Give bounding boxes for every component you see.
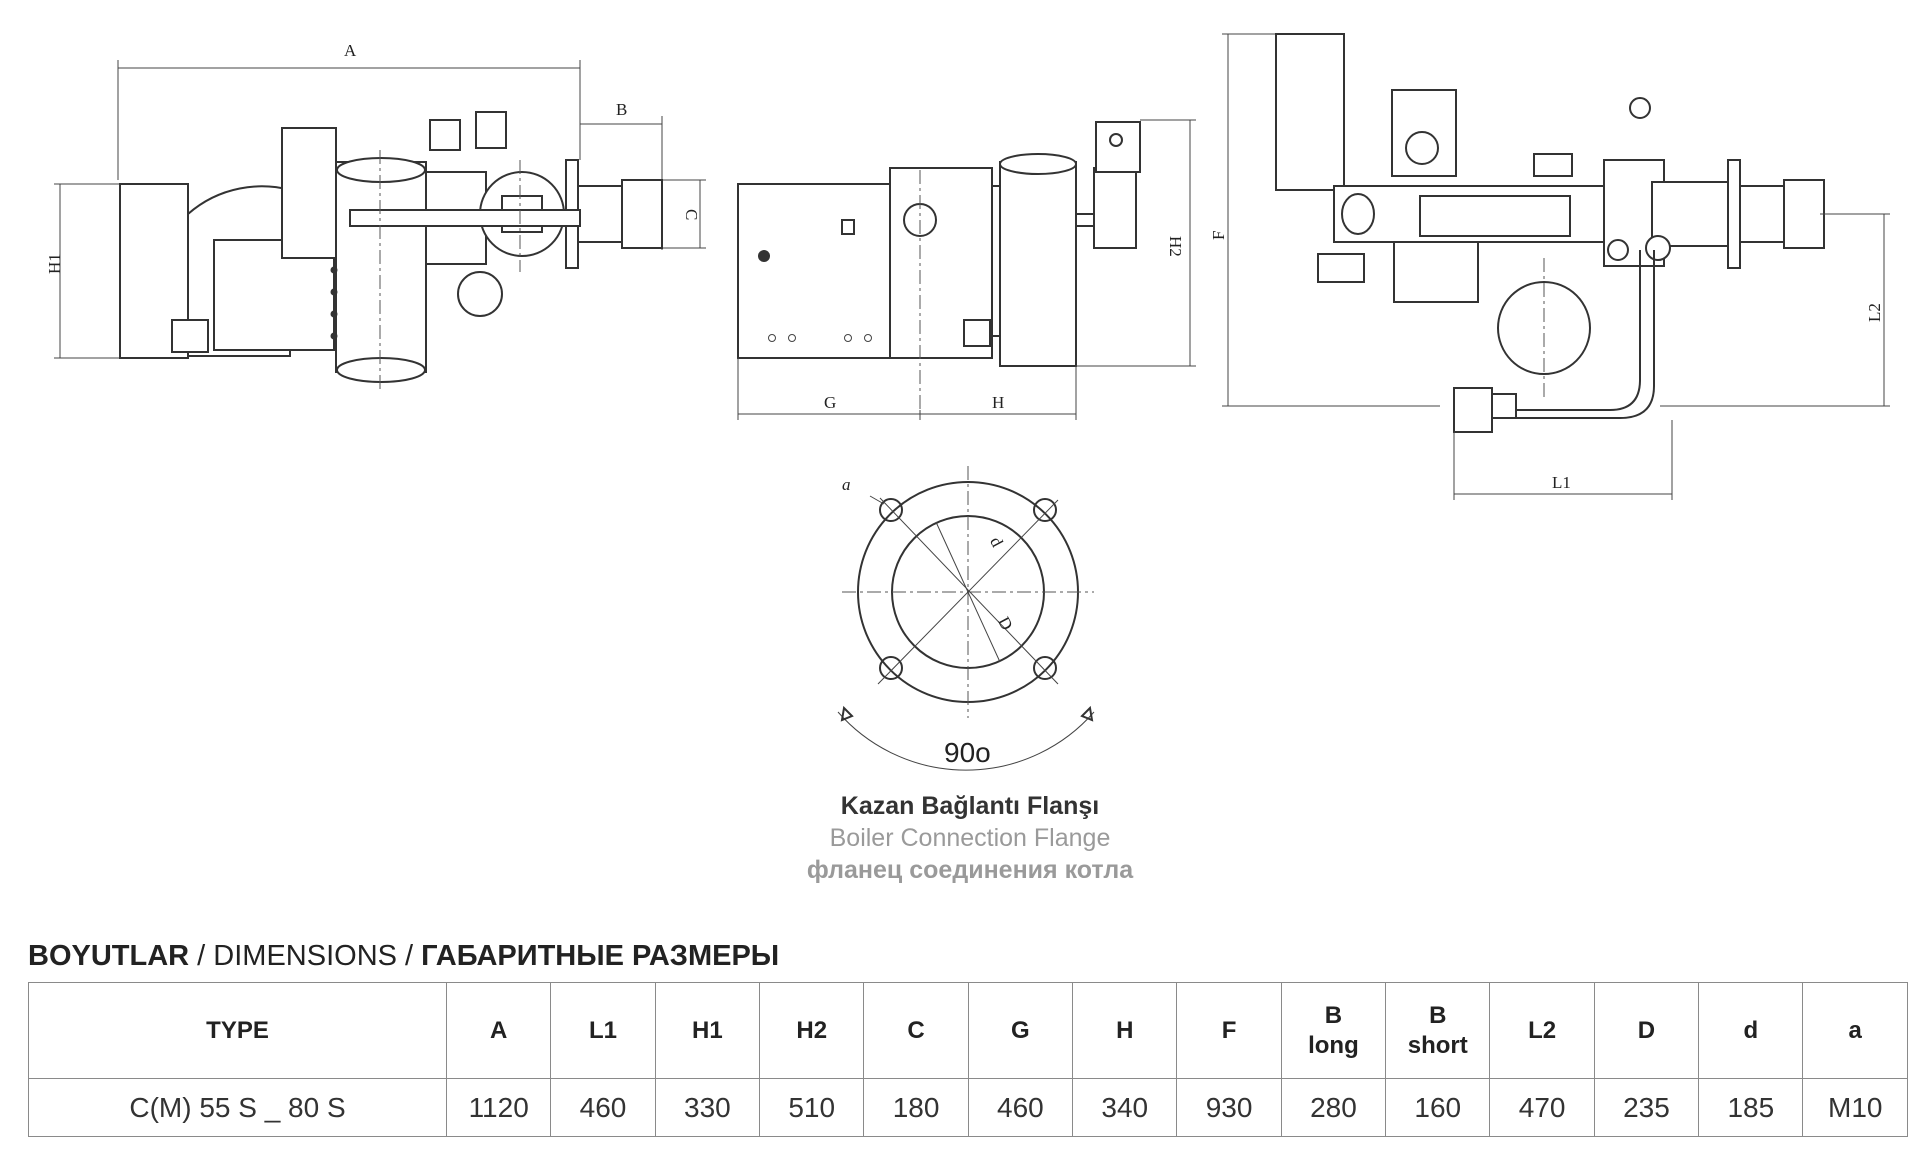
flange-label-D: D <box>994 614 1017 634</box>
table-header-cell: C <box>863 982 969 1079</box>
table-cell: 340 <box>1072 1078 1178 1137</box>
flange-caption-english: Boiler Connection Flange <box>829 824 1111 852</box>
dimensions-title-turkish: BOYUTLAR <box>28 940 190 972</box>
dim-label-B: B <box>616 100 627 119</box>
table-header-cell: TYPE <box>28 982 447 1079</box>
table-cell: 160 <box>1385 1078 1491 1137</box>
table-cell: 460 <box>550 1078 656 1137</box>
front-view: F L2 L1 <box>1209 33 1890 500</box>
table-cell: M10 <box>1802 1078 1908 1137</box>
table-header-cell: B short <box>1385 982 1491 1079</box>
dimensions-title: BOYUTLAR / DIMENSIONS / ГАБАРИТНЫЕ РАЗМЕ… <box>28 940 779 973</box>
table-header-cell: D <box>1593 982 1700 1079</box>
table-cell: 330 <box>654 1078 761 1137</box>
table-cell: 460 <box>967 1078 1074 1137</box>
dimensions-title-sep-2: / <box>405 940 414 972</box>
table-cell: 185 <box>1698 1078 1804 1137</box>
table-header-cell: F <box>1176 982 1282 1079</box>
dim-label-L1: L1 <box>1552 473 1571 492</box>
dim-label-L2: L2 <box>1865 303 1884 322</box>
technical-drawing: A B H1 C <box>45 33 1890 771</box>
table-header-cell: H2 <box>759 982 865 1079</box>
table-header-cell: A <box>445 982 552 1079</box>
top-view: H2 G H <box>737 119 1196 420</box>
table-cell: 280 <box>1280 1078 1387 1137</box>
flange-diagram: a d D 90o <box>837 466 1095 771</box>
table-cell: 180 <box>863 1078 969 1137</box>
flange-angle-label: 90o <box>944 737 991 768</box>
side-view: A B H1 C <box>45 41 706 390</box>
table-header-cell: B long <box>1280 982 1387 1079</box>
table-cell: 510 <box>759 1078 865 1137</box>
table-header-cell: d <box>1698 982 1804 1079</box>
table-cell: 470 <box>1489 1078 1595 1137</box>
table-cell: 1120 <box>445 1078 552 1137</box>
table-header-cell: G <box>967 982 1074 1079</box>
table-cell: C(M) 55 S _ 80 S <box>28 1078 447 1137</box>
table-header-cell: a <box>1802 982 1908 1079</box>
flange-caption-turkish: Kazan Bağlantı Flanşı <box>840 792 1100 820</box>
dimensions-title-sep-1: / <box>197 940 206 972</box>
dim-label-C: C <box>682 209 701 220</box>
dim-label-G: G <box>824 393 836 412</box>
dim-label-F: F <box>1209 231 1228 240</box>
flange-label-d: d <box>986 534 1007 551</box>
dimensions-title-english: DIMENSIONS <box>213 940 397 972</box>
table-header-cell: H1 <box>654 982 761 1079</box>
dim-label-H: H <box>992 393 1004 412</box>
dim-label-H2: H2 <box>1166 236 1185 257</box>
dim-label-A: A <box>344 41 357 60</box>
dim-label-H1: H1 <box>45 253 64 274</box>
flange-caption-russian: фланец соединения котла <box>806 856 1134 884</box>
dimensions-title-russian: ГАБАРИТНЫЕ РАЗМЕРЫ <box>421 940 780 972</box>
table-header-cell: L2 <box>1489 982 1595 1079</box>
table-cell: 930 <box>1176 1078 1282 1137</box>
table-cell: 235 <box>1593 1078 1700 1137</box>
table-header-cell: L1 <box>550 982 656 1079</box>
table-header-cell: H <box>1072 982 1178 1079</box>
flange-label-a: a <box>842 475 851 494</box>
